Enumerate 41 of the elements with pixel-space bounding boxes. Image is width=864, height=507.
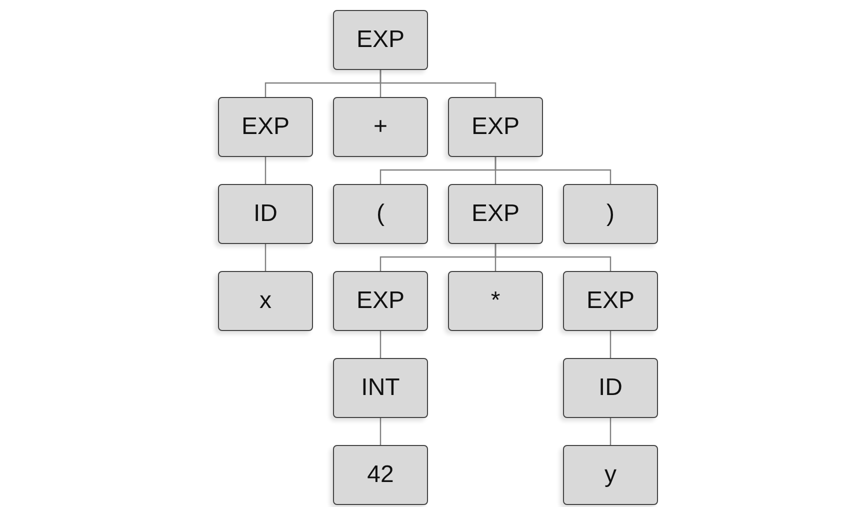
connector-line: [264, 244, 266, 271]
node-label: (: [376, 200, 384, 228]
tree-node-box: [218, 97, 313, 157]
tree-node-box: [563, 358, 658, 418]
connector-line: [264, 157, 266, 184]
tree-node-box: [333, 97, 428, 157]
node-label: ID: [598, 374, 622, 402]
connector-line: [494, 157, 612, 184]
connector-line: [610, 331, 612, 358]
node-label: INT: [361, 374, 400, 402]
connector-line: [494, 244, 612, 271]
tree-node-box: [218, 184, 313, 244]
tree-node-box: [448, 184, 543, 244]
node-label: y: [604, 461, 616, 489]
node-label: +: [373, 113, 388, 141]
node-label: EXP: [471, 200, 520, 228]
node-label: *: [490, 287, 500, 315]
node-label: ): [606, 200, 614, 228]
connector-line: [380, 331, 382, 358]
node-label: EXP: [356, 287, 405, 315]
connector-line: [610, 418, 612, 445]
tree-node-box: [563, 184, 658, 244]
node-label: EXP: [471, 113, 520, 141]
connector-line: [380, 70, 496, 97]
tree-node-box: [333, 445, 428, 505]
tree-node-box: [563, 445, 658, 505]
node-label: x: [260, 287, 272, 315]
node-label: EXP: [241, 113, 290, 141]
tree-node-box: [448, 97, 543, 157]
tree-node-box: [333, 10, 428, 70]
tree-node-box: [333, 184, 428, 244]
node-label: ID: [254, 200, 278, 228]
tree-node-box: [563, 271, 658, 331]
node-label: EXP: [586, 287, 635, 315]
tree-node-box: [333, 271, 428, 331]
tree-node-box: [333, 358, 428, 418]
node-label: 42: [367, 461, 394, 489]
tree-node-box: [218, 271, 313, 331]
node-label: EXP: [356, 26, 405, 54]
connector-line: [380, 418, 382, 445]
tree-node-box: [448, 271, 543, 331]
